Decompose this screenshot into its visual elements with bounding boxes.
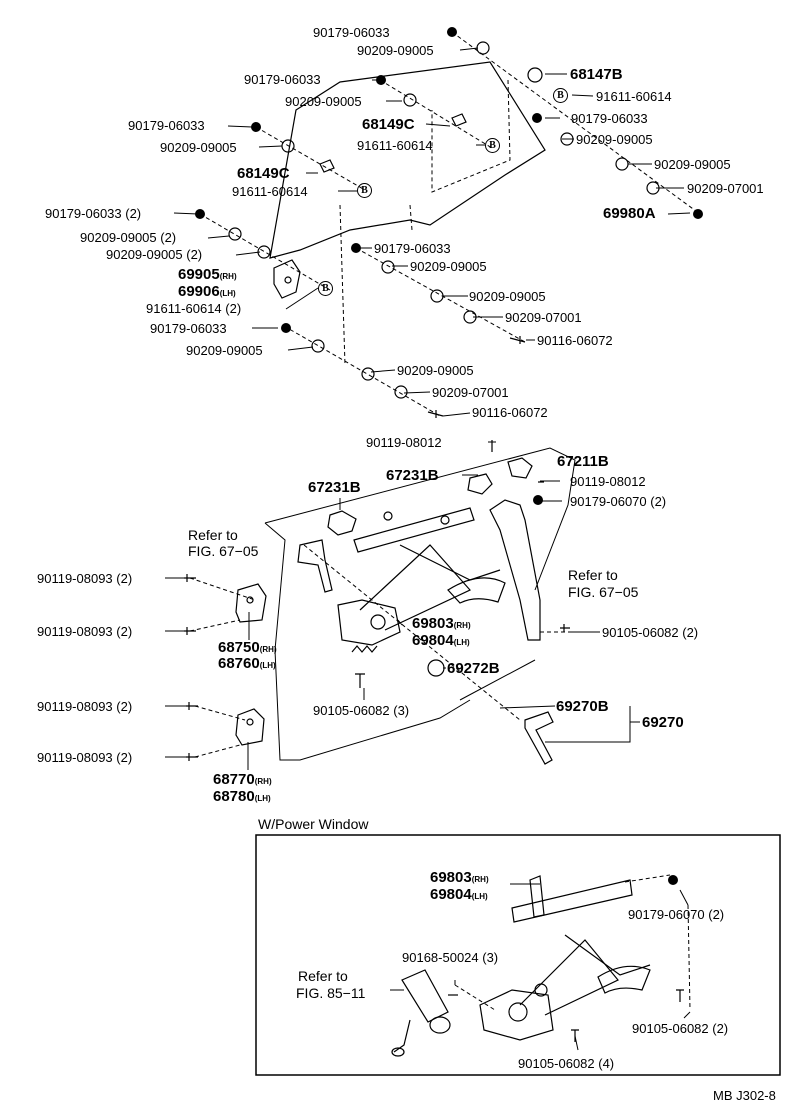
part-number-label: 69803(RH) (430, 869, 489, 886)
fastener-markers (184, 27, 703, 1042)
part-number-label: 90209-07001 (505, 310, 582, 325)
part-number-label: 90209-09005 (2) (106, 247, 203, 262)
part-number-label: 90179-06070 (2) (570, 494, 667, 509)
part-number-label: 90179-06033 (313, 25, 390, 40)
dashed-assembly-lines (189, 31, 701, 1011)
power-window-title: W/Power Window (258, 816, 369, 832)
part-number-label: 90179-06033 (374, 241, 451, 256)
part-number-label: 90119-08093 (2) (37, 750, 133, 765)
ref-b-marker: B (318, 281, 333, 296)
part-number-label: 90105-06082 (3) (313, 703, 410, 718)
ref-b-marker: B (357, 183, 372, 198)
part-number-label: 69905(RH) (178, 266, 237, 283)
part-number-label: 90209-09005 (357, 43, 434, 58)
part-number-label: 69270 (642, 714, 684, 731)
part-number-label: 90119-08012 (366, 435, 442, 450)
power-regulator (479, 875, 651, 1041)
part-number-label: 90119-08012 (570, 474, 646, 489)
part-number-label: 90209-09005 (397, 363, 474, 378)
part-number-label: 90179-06033 (128, 118, 205, 133)
part-number-label: 68149C (237, 165, 290, 182)
part-number-label: 69270B (556, 698, 609, 715)
part-number-label: 68780(LH) (213, 788, 271, 805)
part-number-label: 90105-06082 (2) (632, 1021, 729, 1036)
part-number-label: 68750(RH) (218, 639, 277, 656)
part-number-label: 69906(LH) (178, 283, 236, 300)
part-number-label: 90179-06033 (150, 321, 227, 336)
part-number-label: 90116-06072 (537, 333, 613, 348)
part-number-label: 90209-09005 (160, 140, 237, 155)
front-linkage (297, 539, 333, 593)
group-bracket (499, 705, 640, 743)
part-number-label: 90209-07001 (432, 385, 509, 400)
part-number-label: 90209-09005 (469, 289, 546, 304)
part-number-label: 91611-60614 (2) (146, 301, 242, 316)
part-number-label: 69272B (447, 660, 500, 677)
ref-b-marker: B (485, 138, 500, 153)
part-number-label: 90119-08093 (2) (37, 624, 133, 639)
part-number-label: 90209-07001 (687, 181, 764, 196)
glass-brackets (273, 113, 467, 299)
regulator-handle (524, 711, 554, 765)
part-number-label: 90179-06033 (2) (45, 206, 142, 221)
reference-note: FIG. 67−05 (568, 584, 639, 600)
reference-note: FIG. 85−11 (296, 985, 366, 1001)
leader-lines (165, 31, 691, 1051)
part-number-label: 68147B (570, 66, 623, 83)
part-number-label: 90168-50024 (3) (402, 950, 499, 965)
part-number-label: 69804(LH) (412, 632, 470, 649)
rear-channel (489, 499, 541, 641)
part-number-label: 90116-06072 (472, 405, 548, 420)
part-number-label: 67211B (557, 453, 609, 470)
part-number-label: 90209-09005 (285, 94, 362, 109)
reference-note: FIG. 67−05 (188, 543, 259, 559)
part-number-label: 90119-08093 (2) (37, 699, 133, 714)
part-number-label: 90179-06033 (244, 72, 321, 87)
figure-code: MB J302-8 (713, 1088, 776, 1103)
part-number-label: 90105-06082 (2) (602, 625, 699, 640)
part-number-label: 91611-60614 (357, 138, 433, 153)
reference-note: Refer to (298, 968, 348, 984)
part-number-label: 90209-09005 (576, 132, 653, 147)
reference-note: Refer to (188, 527, 238, 543)
part-number-label: 68760(LH) (218, 655, 276, 672)
part-number-label: 90209-09005 (2) (80, 230, 177, 245)
part-number-label: 67231B (308, 479, 361, 496)
part-number-label: 69803(RH) (412, 615, 471, 632)
reference-note: Refer to (568, 567, 618, 583)
part-number-label: 69804(LH) (430, 886, 488, 903)
part-number-label: 90209-09005 (410, 259, 487, 274)
part-number-label: 90209-09005 (186, 343, 263, 358)
power-window-box (255, 834, 781, 1076)
part-number-label: 69980A (603, 205, 656, 222)
part-number-label: 91611-60614 (232, 184, 308, 199)
hinge-brackets (235, 583, 267, 746)
part-number-label: 90179-06070 (2) (628, 907, 725, 922)
part-number-label: 90105-06082 (4) (518, 1056, 615, 1071)
part-number-label: 90209-09005 (654, 157, 731, 172)
part-number-label: 90119-08093 (2) (37, 571, 133, 586)
part-number-label: 90179-06033 (571, 111, 648, 126)
window-motor (391, 969, 451, 1057)
part-number-label: 68770(RH) (213, 771, 272, 788)
door-inner-panel (264, 447, 576, 761)
door-glass (269, 61, 546, 259)
manual-regulator (337, 507, 506, 653)
part-number-label: 67231B (386, 467, 439, 484)
ref-b-marker: B (553, 88, 568, 103)
part-number-label: 91611-60614 (596, 89, 672, 104)
part-number-label: 68149C (362, 116, 415, 133)
upper-bracket (327, 457, 533, 536)
